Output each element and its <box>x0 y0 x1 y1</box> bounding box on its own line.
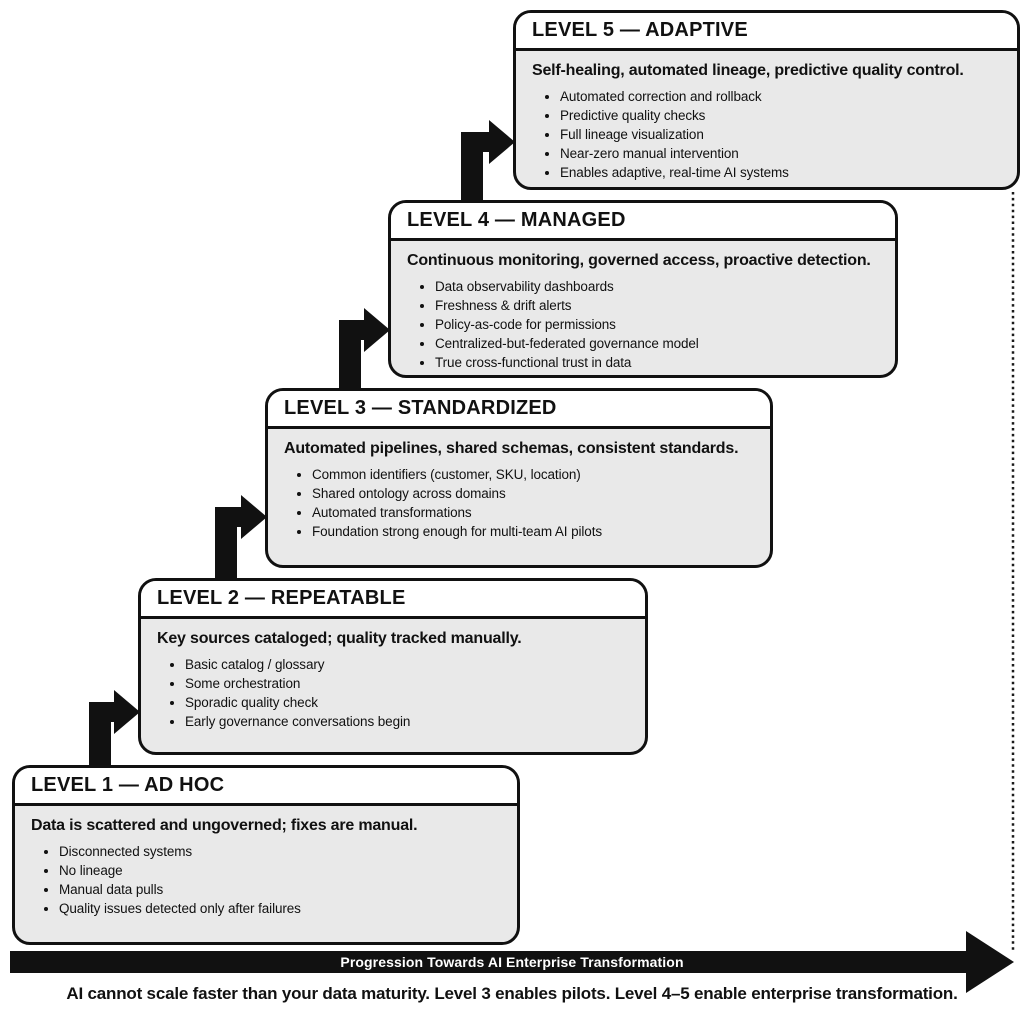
bullet-item: Disconnected systems <box>59 842 499 861</box>
progress-arrow-label: Progression Towards AI Enterprise Transf… <box>340 954 684 970</box>
bullet-item: Shared ontology across domains <box>312 484 752 503</box>
step-arrow-level1-to-level2-icon <box>89 690 140 768</box>
bullet-item: Enables adaptive, real-time AI systems <box>560 163 999 182</box>
bullet-item: Sporadic quality check <box>185 693 627 712</box>
level-5-body: Self-healing, automated lineage, predict… <box>516 51 1017 187</box>
level-4-body: Continuous monitoring, governed access, … <box>391 241 895 375</box>
level-1-title: LEVEL 1 — AD HOC <box>15 768 517 806</box>
level-2-headline: Key sources cataloged; quality tracked m… <box>157 630 522 647</box>
bullet-item: Automated correction and rollback <box>560 87 999 106</box>
level-3-title: LEVEL 3 — STANDARDIZED <box>268 391 770 429</box>
bullet-item: Manual data pulls <box>59 880 499 899</box>
step-arrow-level2-to-level3-icon <box>215 495 267 581</box>
level-5-box: LEVEL 5 — ADAPTIVE Self-healing, automat… <box>513 10 1020 190</box>
level-4-headline: Continuous monitoring, governed access, … <box>407 252 871 269</box>
level-3-bullets: Common identifiers (customer, SKU, locat… <box>284 465 752 541</box>
level-2-title: LEVEL 2 — REPEATABLE <box>141 581 645 619</box>
level-5-title: LEVEL 5 — ADAPTIVE <box>516 13 1017 51</box>
level-3-box: LEVEL 3 — STANDARDIZED Automated pipelin… <box>265 388 773 568</box>
bullet-item: Policy-as-code for permissions <box>435 315 877 334</box>
level-1-bullets: Disconnected systems No lineage Manual d… <box>31 842 499 918</box>
level-2-box: LEVEL 2 — REPEATABLE Key sources catalog… <box>138 578 648 755</box>
bullet-item: Freshness & drift alerts <box>435 296 877 315</box>
bullet-item: Some orchestration <box>185 674 627 693</box>
bullet-item: Basic catalog / glossary <box>185 655 627 674</box>
bullet-item: Data observability dashboards <box>435 277 877 296</box>
level-1-body: Data is scattered and ungoverned; fixes … <box>15 806 517 924</box>
bullet-item: No lineage <box>59 861 499 880</box>
bullet-item: Full lineage visualization <box>560 125 999 144</box>
level-4-title: LEVEL 4 — MANAGED <box>391 203 895 241</box>
bullet-item: Common identifiers (customer, SKU, locat… <box>312 465 752 484</box>
level-3-headline: Automated pipelines, shared schemas, con… <box>284 440 739 457</box>
level-4-bullets: Data observability dashboards Freshness … <box>407 277 877 372</box>
bullet-item: Automated transformations <box>312 503 752 522</box>
level-5-bullets: Automated correction and rollback Predic… <box>532 87 999 182</box>
bullet-item: Foundation strong enough for multi-team … <box>312 522 752 541</box>
level-4-box: LEVEL 4 — MANAGED Continuous monitoring,… <box>388 200 898 378</box>
level-1-headline: Data is scattered and ungoverned; fixes … <box>31 817 418 834</box>
level-5-headline: Self-healing, automated lineage, predict… <box>532 62 964 79</box>
step-arrow-level3-to-level4-icon <box>339 308 390 391</box>
bullet-item: Centralized-but-federated governance mod… <box>435 334 877 353</box>
step-arrow-level4-to-level5-icon <box>461 120 515 203</box>
footer-note: AI cannot scale faster than your data ma… <box>66 984 958 1003</box>
bullet-item: True cross-functional trust in data <box>435 353 877 372</box>
level-2-body: Key sources cataloged; quality tracked m… <box>141 619 645 737</box>
bullet-item: Near-zero manual intervention <box>560 144 999 163</box>
bullet-item: Predictive quality checks <box>560 106 999 125</box>
bullet-item: Quality issues detected only after failu… <box>59 899 499 918</box>
level-2-bullets: Basic catalog / glossary Some orchestrat… <box>157 655 627 731</box>
level-3-body: Automated pipelines, shared schemas, con… <box>268 429 770 547</box>
level-1-box: LEVEL 1 — AD HOC Data is scattered and u… <box>12 765 520 945</box>
bullet-item: Early governance conversations begin <box>185 712 627 731</box>
